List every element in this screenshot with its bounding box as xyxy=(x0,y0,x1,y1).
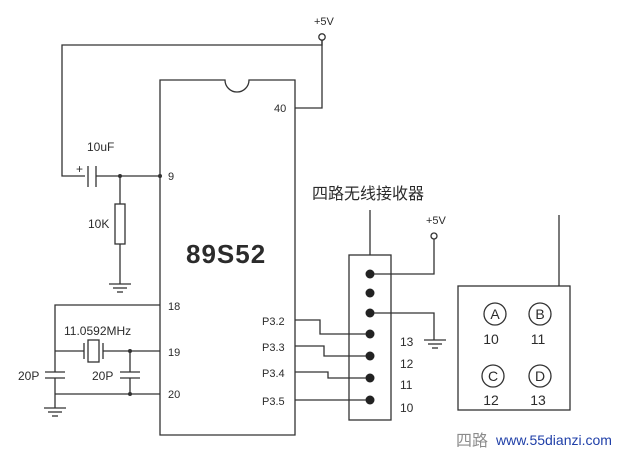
pin-20-label: 20 xyxy=(168,389,180,401)
junction-osc-right xyxy=(128,349,132,353)
junction-pin9 xyxy=(158,174,162,178)
pin-p33-label: P3.3 xyxy=(262,342,285,354)
remote-caption: 四路 xyxy=(456,431,488,450)
pin-9-label: 9 xyxy=(168,171,174,183)
wire-p32 xyxy=(295,319,366,335)
vcc-label-receiver: +5V xyxy=(426,215,447,227)
wire-vcc-pin40 xyxy=(295,40,323,109)
remote-button-d-letter: D xyxy=(535,368,545,384)
vcc-label-top: +5V xyxy=(314,16,335,28)
receiver-pins xyxy=(365,269,375,405)
wire-p33 xyxy=(295,345,366,357)
receiver-pin-label-1: 13 xyxy=(400,335,414,349)
crystal-label: 11.0592MHz xyxy=(64,324,131,338)
ground-symbol-receiver xyxy=(424,339,446,349)
remote-button-a-letter: A xyxy=(490,306,500,322)
pin-p32-label: P3.2 xyxy=(262,316,285,328)
capacitor-left: 20P xyxy=(18,369,65,383)
pin-p35-label: P3.5 xyxy=(262,396,285,408)
watermark: www.55dianzi.com xyxy=(495,432,612,448)
wire-right-cap-pin20 xyxy=(129,378,160,395)
remote-button-a: A 10 xyxy=(483,302,507,347)
vcc-terminal-top: +5V xyxy=(314,16,335,41)
remote-button-d: D 13 xyxy=(528,364,552,408)
capacitor-right-label: 20P xyxy=(92,369,113,383)
pin-18-label: 18 xyxy=(168,301,180,313)
receiver-title: 四路无线接收器 xyxy=(312,184,424,203)
chip-outline xyxy=(159,79,296,436)
reset-resistor-label: 10K xyxy=(88,217,109,231)
ground-symbol-osc xyxy=(44,407,66,417)
wire-pin18-left xyxy=(54,304,160,372)
remote-button-a-number: 10 xyxy=(483,331,499,347)
wire-vcc-loop xyxy=(61,40,323,177)
junction-ground-bus xyxy=(128,392,132,396)
reset-capacitor: 10uF + xyxy=(76,140,114,187)
pin-40-label: 40 xyxy=(274,103,286,115)
remote-body xyxy=(457,285,571,411)
remote-button-d-number: 13 xyxy=(530,392,546,408)
remote-button-b-number: 11 xyxy=(531,331,546,347)
remote-button-b: B 11 xyxy=(528,302,552,347)
wire-receiver-ground xyxy=(374,312,435,340)
receiver-pin-label-2: 12 xyxy=(400,357,414,371)
remote-button-c-number: 12 xyxy=(483,392,499,408)
ground-symbol-reset xyxy=(109,283,131,293)
polarity-mark: + xyxy=(76,162,83,176)
receiver-pin-label-3: 11 xyxy=(400,378,413,392)
receiver-module xyxy=(348,254,392,421)
reset-capacitor-label: 10uF xyxy=(87,140,114,154)
capacitor-left-label: 20P xyxy=(18,369,39,383)
receiver-pin-label-4: 10 xyxy=(400,401,414,415)
wire-receiver-vcc xyxy=(374,239,435,275)
mcu-chip: 89S52 40 9 18 19 20 P3.2 P3.3 P3.4 P3.5 xyxy=(159,79,296,436)
chip-label: 89S52 xyxy=(186,239,266,269)
crystal: 11.0592MHz xyxy=(64,324,131,363)
pin-19-label: 19 xyxy=(168,347,180,359)
vcc-terminal-receiver: +5V xyxy=(426,215,447,240)
remote-button-c: C 12 xyxy=(481,364,505,408)
capacitor-right: 20P xyxy=(92,369,140,383)
remote-button-b-letter: B xyxy=(535,306,544,322)
wire-p34 xyxy=(295,371,366,379)
pin-p34-label: P3.4 xyxy=(262,368,285,380)
remote-button-c-letter: C xyxy=(488,368,498,384)
reset-resistor: 10K xyxy=(88,203,126,245)
